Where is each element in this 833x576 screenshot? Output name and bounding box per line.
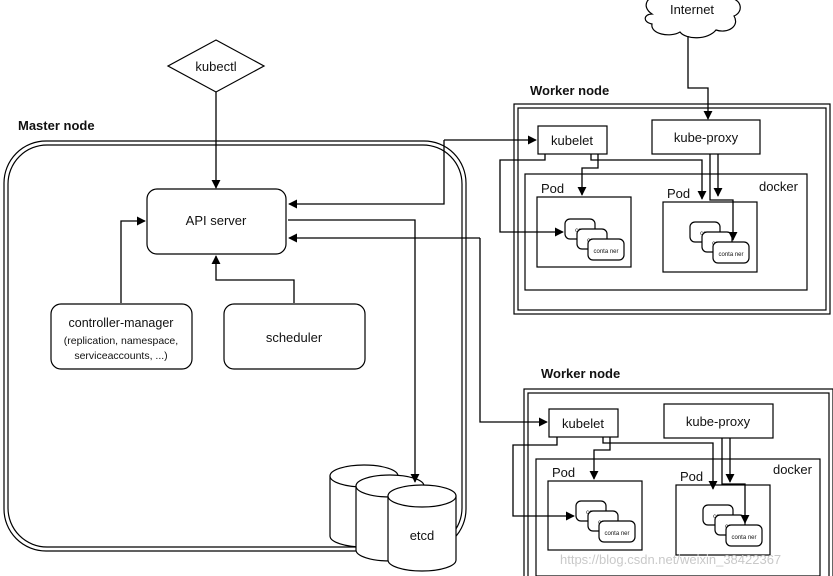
worker-node-2-kubelet: kubelet	[548, 408, 619, 438]
worker-node-2-pod-2: Pod con con conta ner	[675, 469, 771, 556]
connector-w1-kubelet-to-pod1	[577, 154, 599, 196]
worker-node-2-kube-proxy-rect	[663, 403, 774, 439]
worker-node-1-docker-label: docker	[759, 179, 799, 194]
connector-w1-kubelet-to-pod2	[590, 154, 707, 200]
master-node-frame-outer	[3, 140, 467, 552]
controller-manager-label: controller-manager	[69, 316, 174, 330]
worker-node-1-frame-outer	[513, 103, 831, 315]
connector-internet-to-kube-proxy	[687, 36, 713, 120]
master-node: Master node API server controller-manage…	[3, 118, 467, 552]
api-server-rect	[146, 188, 287, 255]
internet-cloud-shape	[644, 0, 741, 39]
master-node-title: Master node	[18, 118, 95, 133]
worker-node-1-frame-inner	[517, 107, 827, 311]
worker-node-2-pod-2-container-3	[725, 524, 763, 547]
worker-node-2-kube-proxy: kube-proxy	[663, 403, 774, 439]
connector-kubelet1-to-api-server	[288, 140, 445, 209]
controller-manager-rect	[50, 303, 193, 370]
worker-node-1-pod-1-label: Pod	[541, 181, 564, 196]
scheduler-label: scheduler	[266, 330, 323, 345]
worker-node-2-frame-inner	[527, 392, 830, 576]
connector-w1-kubelet-to-containers	[499, 154, 564, 237]
worker-node-1-pod-2: Pod con con conta ner	[662, 186, 758, 273]
worker-node-2-pod-2-label: Pod	[680, 469, 703, 484]
worker-node-2-kube-proxy-label: kube-proxy	[686, 414, 751, 429]
master-node-frame-inner	[7, 144, 463, 548]
etcd-label: etcd	[410, 528, 435, 543]
scheduler-rect	[223, 303, 366, 370]
worker-node-1: Worker node kubelet kube-proxy docker Po…	[513, 83, 831, 315]
connectors	[120, 36, 750, 524]
worker-node-2-docker-rect	[535, 458, 821, 576]
worker-node-1-pod-2-container-3-label: conta ner	[718, 252, 743, 258]
controller-manager-box: controller-manager (replication, namespa…	[50, 303, 193, 370]
worker-node-2-docker-label: docker	[773, 462, 813, 477]
worker-node-2-pod-1-container-3-label: conta ner	[604, 531, 629, 537]
internet-label: Internet	[670, 2, 714, 17]
worker-node-2-frame-outer	[523, 388, 833, 576]
connector-controller-manager-to-api-server	[120, 216, 146, 303]
worker-node-1-pod-1-container-3	[587, 238, 625, 261]
internet-node: Internet	[644, 0, 741, 39]
worker-node-2-pod-1: Pod con con conta ner	[547, 465, 643, 551]
connector-w2-kube-proxy-to-pod2	[721, 438, 750, 524]
controller-manager-detail-1: (replication, namespace,	[64, 335, 178, 347]
connector-api-server-to-etcd	[288, 219, 420, 483]
watermark-text: https://blog.csdn.net/weixin_38422367	[560, 552, 781, 567]
worker-node-2-title: Worker node	[541, 366, 620, 381]
worker-node-1-kube-proxy-rect	[651, 119, 761, 155]
api-server-label: API server	[186, 213, 247, 228]
worker-node-2-pod-1-container-3	[598, 520, 636, 543]
scheduler-box: scheduler	[223, 303, 366, 370]
worker-node-1-kube-proxy: kube-proxy	[651, 119, 761, 155]
kubectl-label: kubectl	[195, 59, 236, 74]
worker-node-2-kubelet-rect	[548, 408, 619, 438]
connector-scheduler-to-api-server	[211, 255, 295, 303]
worker-node-1-kubelet: kubelet	[537, 125, 608, 155]
worker-node-1-kube-proxy-label: kube-proxy	[674, 130, 739, 145]
worker-node-2: Worker node kubelet kube-proxy docker Po…	[523, 366, 833, 576]
worker-node-1-pod-2-label: Pod	[667, 186, 690, 201]
worker-node-2-pod-2-container-3-label: conta ner	[731, 535, 756, 541]
worker-node-1-pod-1: Pod con con conta ner	[536, 181, 632, 268]
connector-w1-kube-proxy-to-pod2	[709, 154, 738, 241]
controller-manager-detail-2: serviceaccounts, ...)	[74, 350, 167, 362]
worker-node-1-kubelet-label: kubelet	[551, 133, 593, 148]
worker-node-2-kubelet-label: kubelet	[562, 416, 604, 431]
worker-node-2-docker: docker	[535, 458, 821, 576]
connector-w2-kubelet-to-pod2	[602, 437, 718, 490]
connector-w2-kubelet-to-pod1	[589, 437, 611, 480]
etcd-node: etcd	[329, 464, 457, 572]
worker-node-1-pod-1-container-3-label: conta ner	[593, 249, 618, 255]
api-server-box: API server	[146, 188, 287, 255]
connector-api-server-to-kubelet2	[479, 238, 548, 427]
connector-w2-kubelet-to-containers	[512, 437, 575, 521]
worker-node-1-title: Worker node	[530, 83, 609, 98]
worker-node-2-pod-1-label: Pod	[552, 465, 575, 480]
kubectl-node: kubectl	[166, 39, 266, 93]
worker-node-1-pod-2-container-3	[712, 241, 750, 264]
etcd-cylinder-front	[387, 484, 457, 572]
worker-node-1-kubelet-rect	[537, 125, 608, 155]
